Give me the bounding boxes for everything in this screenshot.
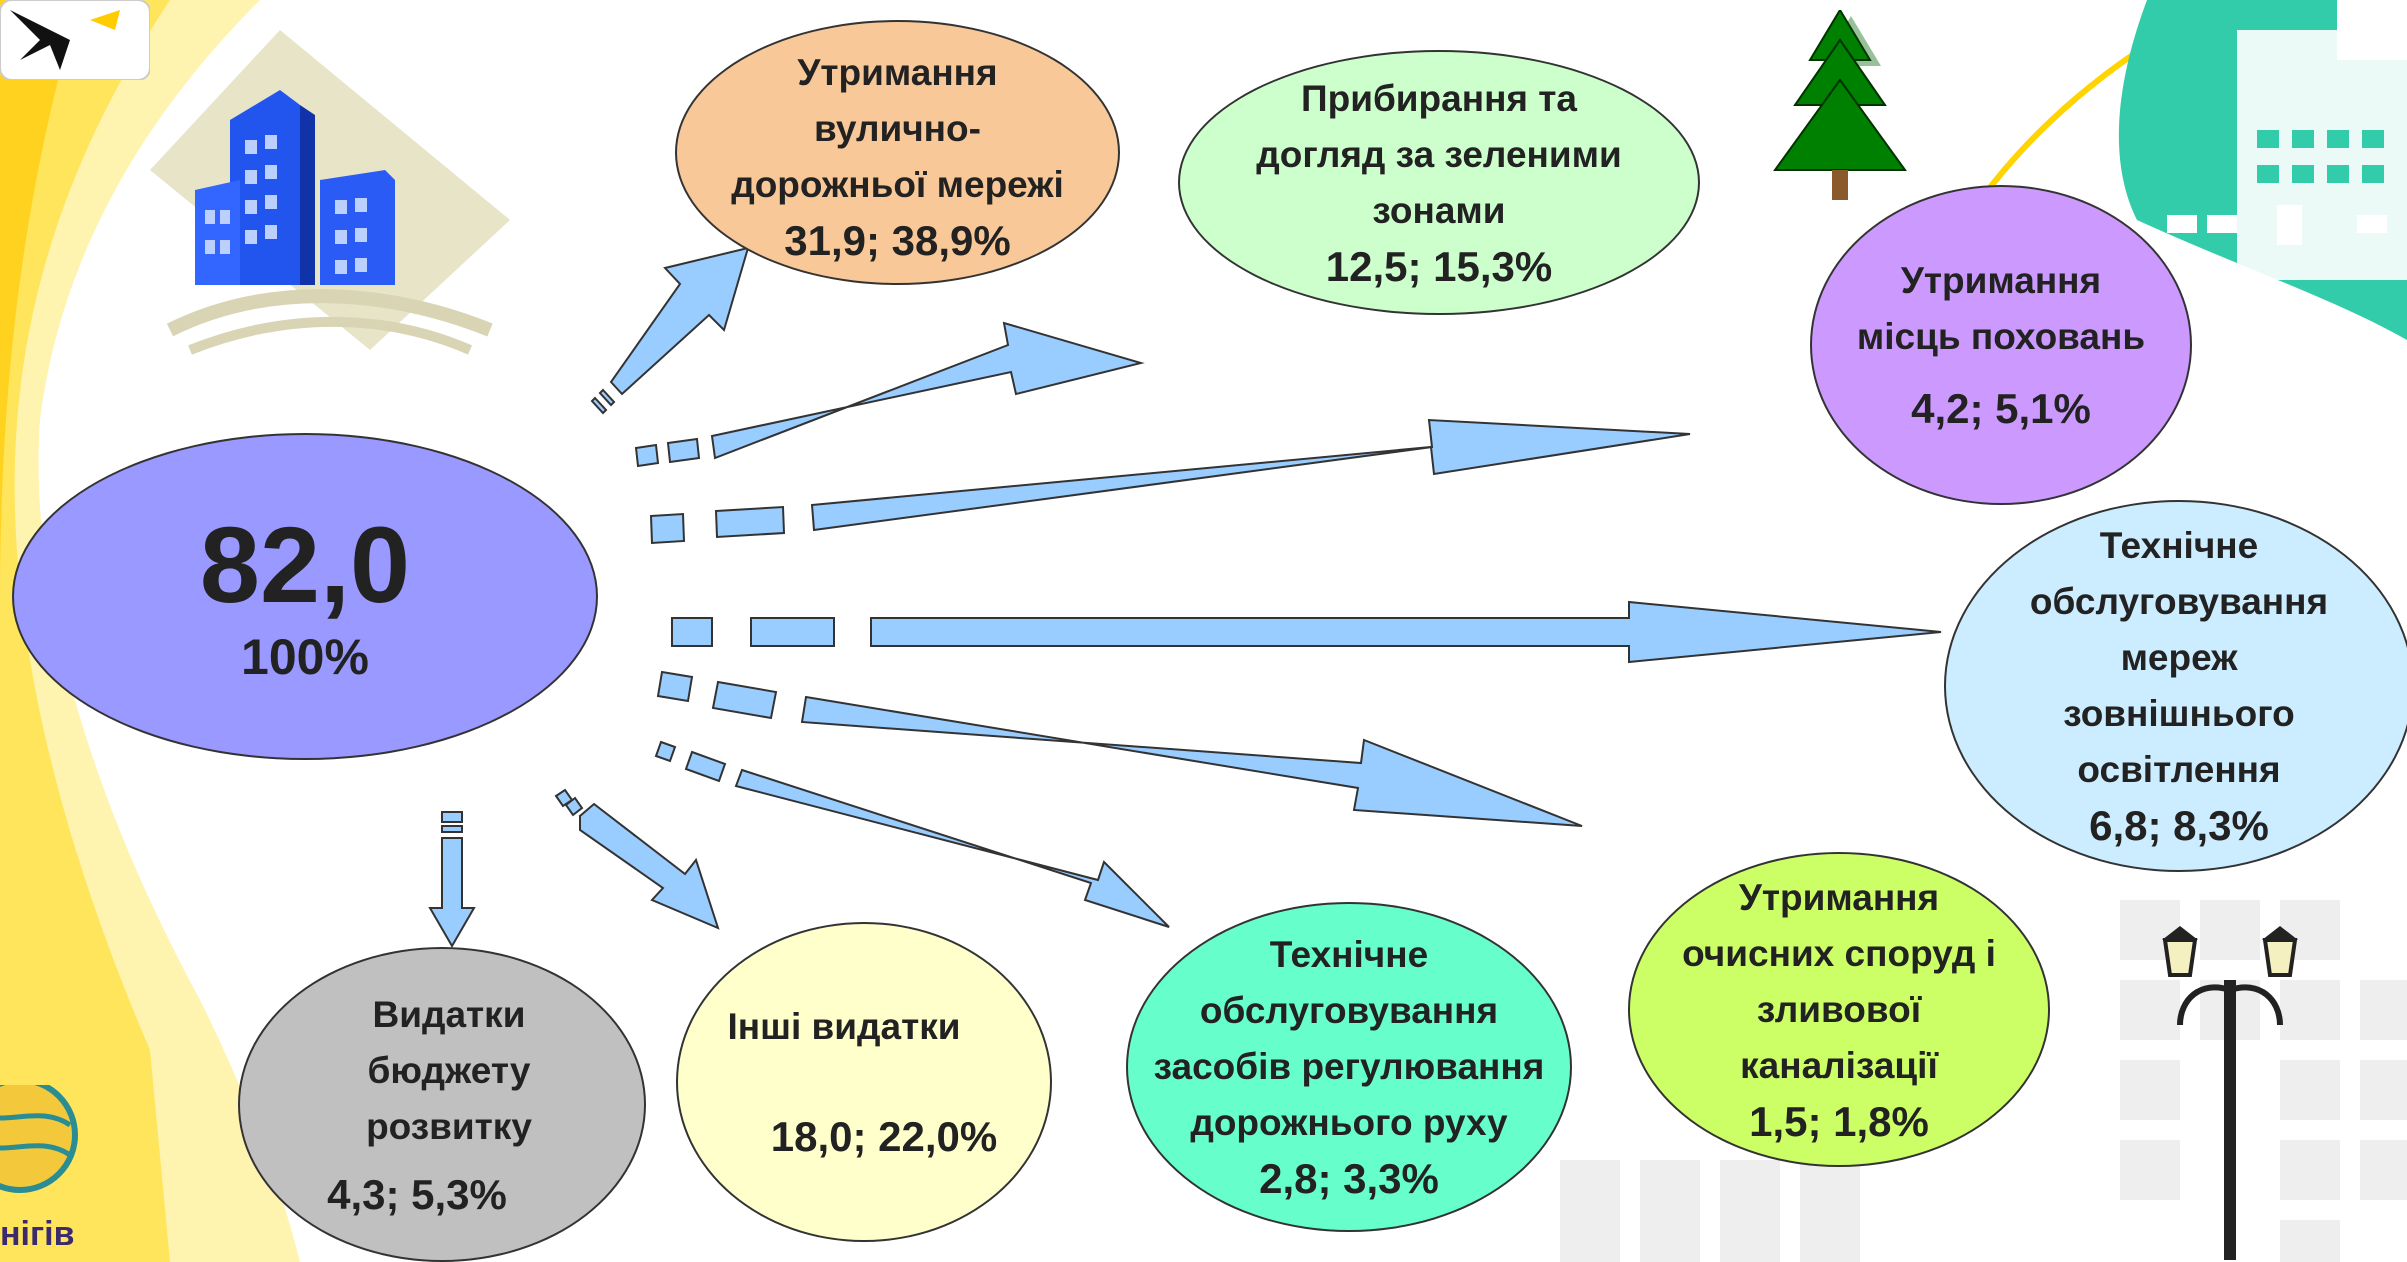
node-other-expenses: Інші видатки 18,0; 22,0%	[676, 922, 1052, 1242]
arrow-to-other-expenses	[554, 788, 720, 930]
node-cemeteries: Утримання місць поховань 4,2; 5,1%	[1810, 185, 2192, 505]
center-total-percent: 100%	[241, 628, 369, 685]
node-label: Інші видатки	[727, 1006, 961, 1047]
chernihiv-logo-text: нігів	[0, 1215, 75, 1253]
node-label: Утримання місць поховань	[1856, 260, 2146, 357]
grid-pattern-decor	[1560, 900, 2407, 1262]
arrow-to-street-lighting	[671, 600, 1942, 664]
node-value: 4,2; 5,1%	[1911, 385, 2091, 432]
node-development-budget: Видатки бюджету розвитку 4,3; 5,3%	[238, 947, 646, 1262]
arrow-to-cemeteries	[649, 418, 1691, 545]
street-lamp-icon	[2162, 926, 2298, 1260]
tree-icon	[1773, 10, 1907, 200]
node-label: Утримання вулично- дорожньої мережі	[731, 51, 1064, 205]
center-total-node: 82,0 100%	[12, 433, 598, 760]
node-label: Утримання очисних споруд і зливової кана…	[1682, 876, 1996, 1086]
node-value: 1,5; 1,8%	[1749, 1097, 1929, 1145]
building-icon	[2118, 0, 2407, 340]
node-street-road-network: Утримання вулично- дорожньої мережі 31,9…	[675, 20, 1120, 285]
node-sewage-facilities: Утримання очисних споруд і зливової кана…	[1628, 852, 2050, 1167]
buildings-icon	[150, 30, 510, 355]
coat-of-arms-icon	[0, 0, 150, 80]
center-total-value: 82,0	[199, 503, 411, 625]
node-label: Прибирання та догляд за зеленими зонами	[1256, 77, 1622, 231]
node-value: 18,0; 22,0%	[770, 1113, 998, 1160]
arrow-to-traffic-control	[654, 740, 1170, 928]
arrow-to-green-zones	[634, 321, 1145, 468]
arrow-to-street-road-network	[590, 246, 750, 415]
node-traffic-control: Технічне обслуговування засобів регулюва…	[1126, 902, 1572, 1232]
node-label: Видатки бюджету розвитку	[366, 993, 532, 1147]
arrow-to-sewage-facilities	[656, 670, 1583, 827]
node-green-zones: Прибирання та догляд за зеленими зонами …	[1178, 50, 1700, 315]
arrow-to-development-budget	[428, 811, 476, 948]
node-value: 2,8; 3,3%	[1259, 1155, 1439, 1202]
node-value: 6,8; 8,3%	[2089, 802, 2269, 849]
node-label: Технічне обслуговування засобів регулюва…	[1153, 934, 1545, 1143]
node-label: Технічне обслуговування мереж зовнішньог…	[2029, 525, 2329, 790]
node-value: 31,9; 38,9%	[784, 216, 1011, 264]
node-value: 4,3; 5,3%	[327, 1170, 507, 1218]
node-street-lighting: Технічне обслуговування мереж зовнішньог…	[1944, 500, 2407, 872]
node-value: 12,5; 15,3%	[1325, 242, 1553, 290]
chernihiv-logo-icon	[0, 1085, 78, 1193]
